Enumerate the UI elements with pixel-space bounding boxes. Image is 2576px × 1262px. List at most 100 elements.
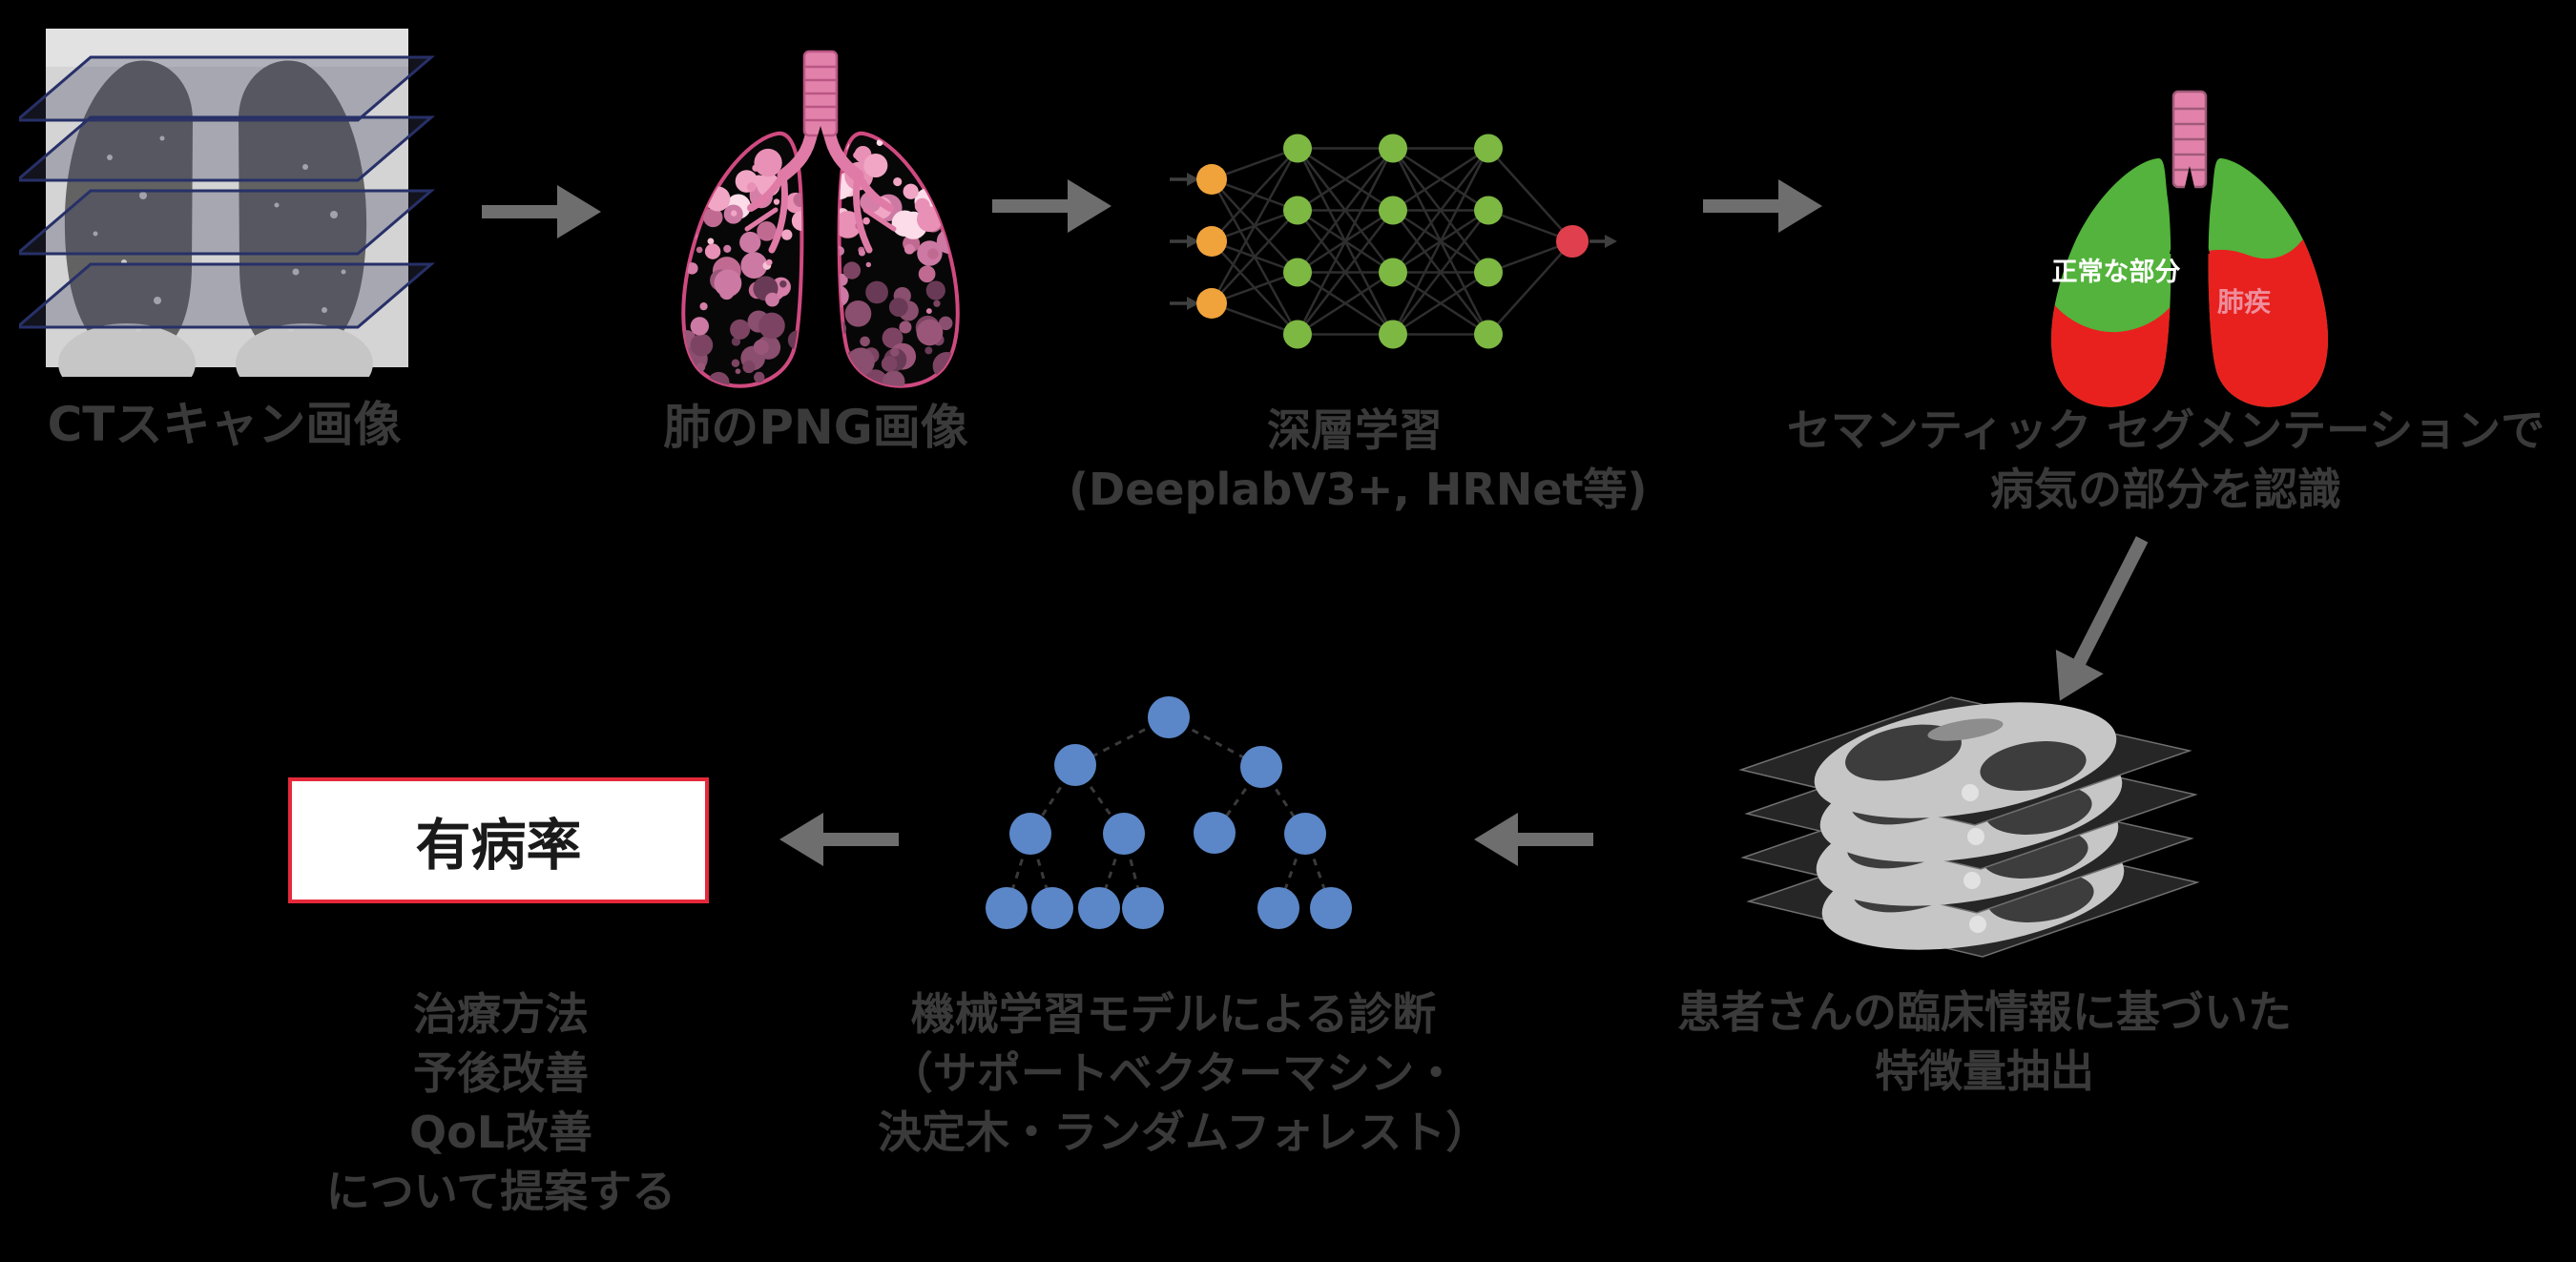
lung-dot	[903, 183, 919, 199]
nn-edge	[1211, 147, 1298, 242]
arrow-head-icon	[1474, 813, 1518, 866]
lung-dot	[696, 246, 703, 254]
feature-line2: 特徴量抽出	[1875, 1045, 2094, 1097]
lung-dot	[890, 347, 900, 357]
tree-node	[1078, 887, 1120, 929]
ct-slice	[1738, 696, 2192, 826]
arrow-ct-to-lung	[482, 185, 601, 238]
lung-dot	[904, 243, 915, 255]
ct-slice-spine	[1969, 916, 1986, 933]
lung-dot	[753, 175, 765, 187]
lung-dot	[839, 273, 848, 286]
lung-dot	[699, 302, 708, 311]
deep-learning-line2: (DeeplabV3+, HRNet等)	[1069, 464, 1648, 515]
lung-dot	[730, 210, 737, 217]
lung-dot	[781, 229, 793, 240]
nn-node	[1196, 164, 1227, 195]
arrow-head-icon	[557, 185, 601, 238]
ml-line2: （サポートベクターマシン・	[888, 1047, 1459, 1099]
lung-dot	[893, 176, 903, 187]
lung-dot	[916, 206, 943, 233]
lung-dot	[730, 319, 751, 340]
nn-edge	[1487, 240, 1573, 336]
tree-node	[1148, 696, 1190, 738]
nn-edge	[1392, 271, 1489, 336]
lung-dot	[739, 231, 761, 254]
tree-node	[1009, 813, 1051, 855]
lung-dot	[839, 246, 845, 257]
lung-dot	[683, 192, 693, 202]
ct-slice-lung	[1980, 741, 2087, 791]
lung-dot	[888, 298, 908, 317]
segmented-lung-image: 正常な部分 肺疾	[2051, 90, 2328, 407]
ct-slice-detail	[1927, 718, 2004, 741]
lung-dot	[842, 261, 862, 279]
nn-node	[1283, 320, 1312, 349]
lung-dot	[742, 361, 756, 374]
segmentation-label: セマンティック セグメンテーションで 病気の部分を認識	[1755, 401, 2576, 519]
nn-edge	[1211, 209, 1298, 304]
lung-dot	[925, 308, 932, 315]
lung-dot	[773, 198, 780, 205]
arrow-lung-to-nn	[992, 179, 1111, 233]
lung-dot	[916, 319, 944, 346]
seg-carina-notch	[2170, 166, 2210, 254]
lung-dot	[683, 209, 695, 228]
nn-node	[1474, 258, 1503, 287]
tree-node	[1122, 887, 1164, 929]
seg-right-disease-region	[2208, 233, 2328, 407]
ct-scan-image	[19, 29, 436, 377]
ct-right-lung	[239, 60, 367, 357]
lung-dot	[701, 150, 729, 176]
tree-node	[1194, 812, 1236, 854]
ct-slice-spine	[1967, 828, 1984, 845]
nn-edge	[1297, 147, 1394, 274]
nn-node	[1474, 196, 1503, 225]
tree-node	[986, 887, 1028, 929]
nn-input-arrowhead-icon	[1187, 235, 1199, 248]
nn-node	[1283, 134, 1312, 163]
lung-dot	[728, 147, 735, 155]
ml-line3: 決定木・ランダムフォレスト）	[878, 1107, 1490, 1158]
deep-learning-line1: 深層学習	[1267, 404, 1443, 456]
tree-node	[1031, 887, 1073, 929]
lung-dot	[793, 193, 802, 207]
nn-node	[1474, 320, 1503, 349]
lung-dots-right	[839, 134, 958, 386]
nn-node	[1474, 134, 1503, 163]
lung-dot	[862, 217, 870, 225]
lung-dot	[753, 339, 769, 355]
lung-dot	[735, 368, 741, 375]
arrow-stack-to-tree	[1474, 813, 1593, 866]
lung-png-image	[681, 50, 960, 388]
proposal-label: 治療方法 予後改善 QoL改善 について提案する	[267, 984, 735, 1221]
lung-dot	[714, 269, 742, 298]
segmentation-line1: セマンティック セグメンテーションで	[1786, 404, 2545, 456]
nn-input-arrowhead-icon	[1187, 173, 1199, 186]
lung-dot	[754, 371, 765, 383]
segmentation-line2: 病気の部分を認識	[1990, 464, 2341, 515]
nn-edge	[1297, 209, 1394, 336]
tree-node	[1103, 813, 1145, 855]
prevalence-box: 有病率	[288, 777, 709, 903]
nn-edge	[1392, 147, 1489, 212]
lung-dot	[686, 262, 698, 275]
tree-node	[1257, 887, 1299, 929]
nn-node	[1379, 134, 1407, 163]
nn-node	[1556, 225, 1589, 258]
ct-slice-spine	[1963, 872, 1981, 889]
tree-node	[1054, 744, 1096, 786]
nn-edge	[1297, 271, 1394, 336]
tree-node	[1284, 813, 1326, 855]
ct-scan-label: CTスキャン画像	[47, 397, 402, 452]
lung-dot	[924, 346, 933, 355]
ct-left-lung	[64, 60, 193, 357]
deep-learning-label: 深層学習 (DeeplabV3+, HRNet等)	[1069, 401, 1648, 519]
lung-dot	[940, 157, 949, 167]
lung-dot	[758, 312, 785, 340]
lung-dot	[953, 231, 958, 238]
lung-dot	[690, 317, 710, 336]
lung-dot	[704, 243, 721, 259]
seg-normal-label: 正常な部分	[2052, 257, 2181, 287]
